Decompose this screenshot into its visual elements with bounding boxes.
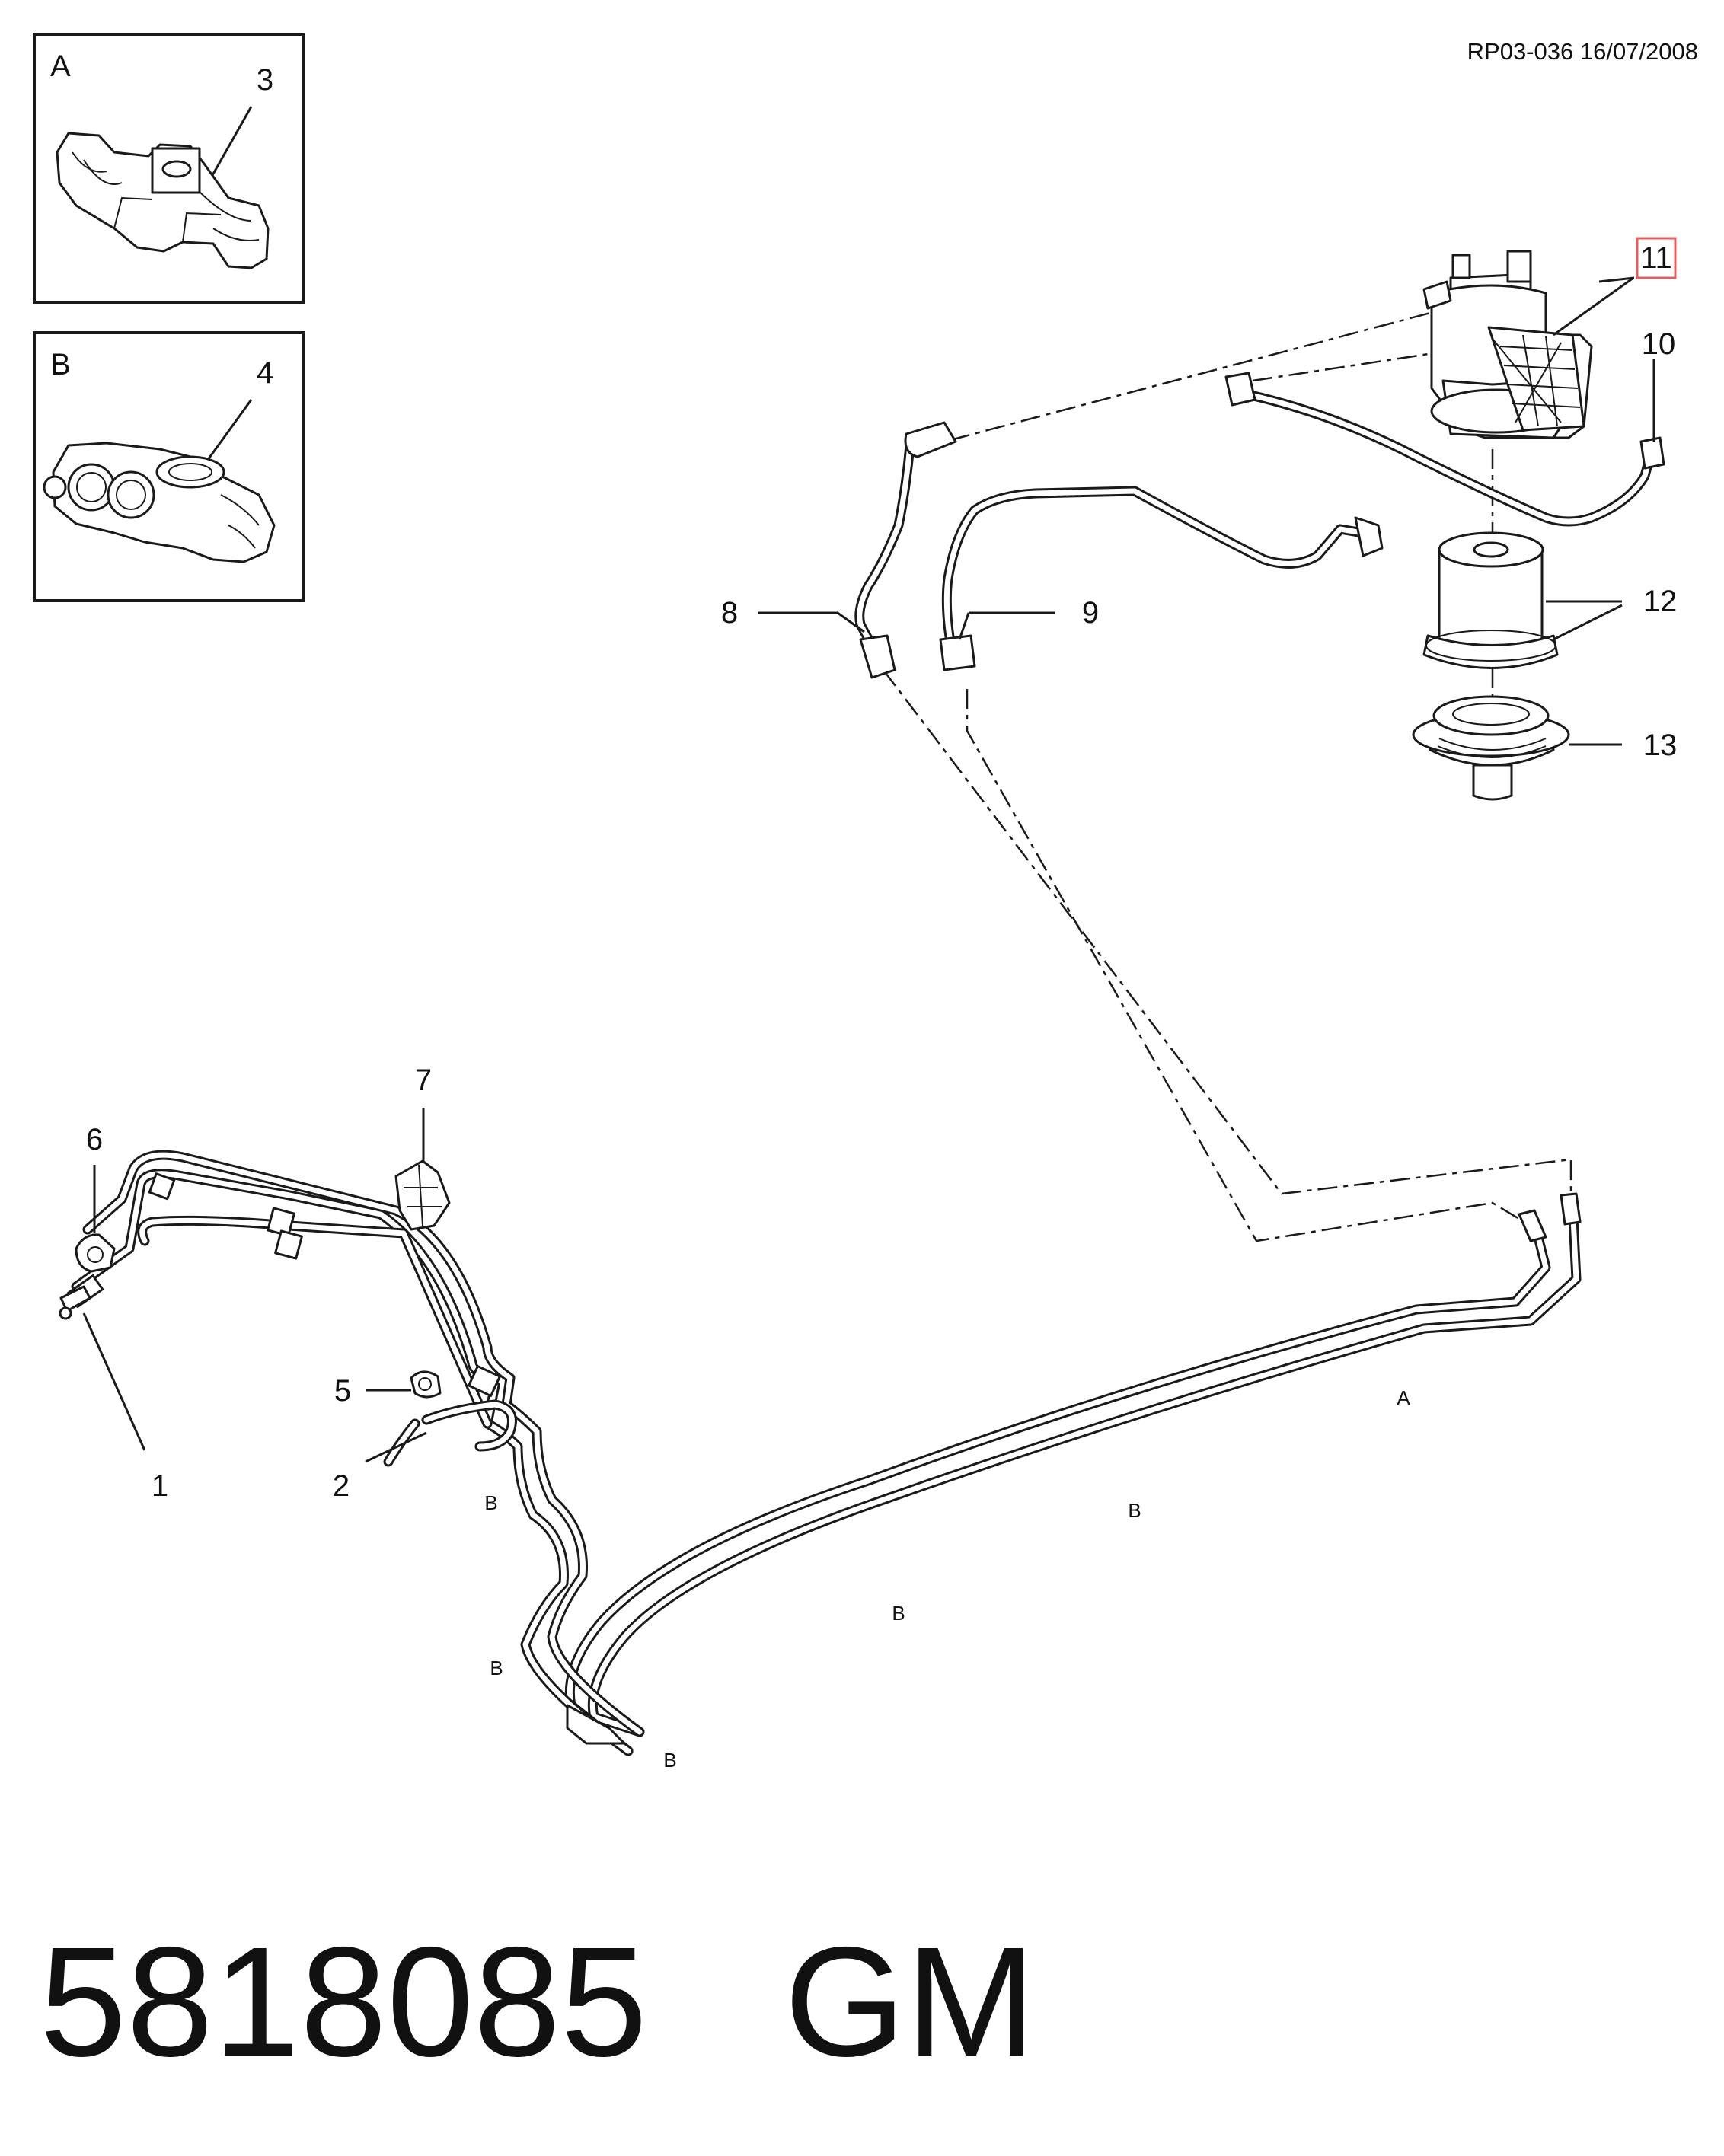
callout-13: 13: [1643, 729, 1678, 762]
inset-a-label: A: [50, 49, 71, 83]
callout-8: 8: [721, 596, 738, 630]
main-fuel-lines: [59, 1150, 1582, 1756]
assembly-guide-lines: [883, 303, 1572, 1242]
callout-10: 10: [1642, 327, 1676, 361]
callout-11-highlight: [1636, 237, 1677, 279]
pipe-clip-a-drawing: [56, 132, 270, 270]
callout-7: 7: [415, 1064, 432, 1097]
callout-1: 1: [152, 1469, 168, 1503]
callout-numbers: 1 2 5 6 7 8 9 10 11 12 13: [86, 237, 1678, 1503]
clip-letters: A B B B B B: [484, 1386, 1410, 1772]
inset-b: B 4: [33, 331, 305, 602]
clip-6: [75, 1233, 116, 1273]
clip-letter-b: B: [892, 1602, 905, 1625]
clip-letter-b: B: [490, 1657, 503, 1679]
callout-5: 5: [334, 1374, 351, 1408]
document-reference: RP03-036 16/07/2008: [1467, 38, 1698, 65]
brand-name: GM: [784, 1915, 1036, 2089]
callout-12: 12: [1643, 585, 1678, 618]
callout-6: 6: [86, 1123, 103, 1156]
callout-4: 4: [257, 356, 273, 390]
bracket-7: [394, 1159, 451, 1231]
callout-9: 9: [1082, 596, 1099, 630]
clip-letter-b: B: [484, 1491, 497, 1514]
callout-3: 3: [257, 63, 273, 97]
clip-letter-b: B: [663, 1749, 676, 1772]
clip-letter-b: B: [1128, 1499, 1141, 1522]
pipe-clip-b-drawing: [43, 442, 276, 563]
return-pipe: [1224, 372, 1665, 527]
clip-letter-a: A: [1397, 1386, 1410, 1409]
filter-cap: [1412, 695, 1570, 801]
callout-2: 2: [333, 1469, 350, 1503]
fuel-pipe-9: [939, 486, 1384, 671]
clip-5: [410, 1370, 442, 1399]
callout-11: 11: [1640, 241, 1672, 275]
fuel-filter-housing: [1422, 250, 1593, 439]
filter-element: [1422, 531, 1559, 669]
leader-lines: [82, 276, 1655, 1463]
inset-a: A 3: [33, 33, 305, 304]
inset-b-label: B: [50, 348, 71, 381]
part-number: 5818085: [40, 1915, 647, 2089]
